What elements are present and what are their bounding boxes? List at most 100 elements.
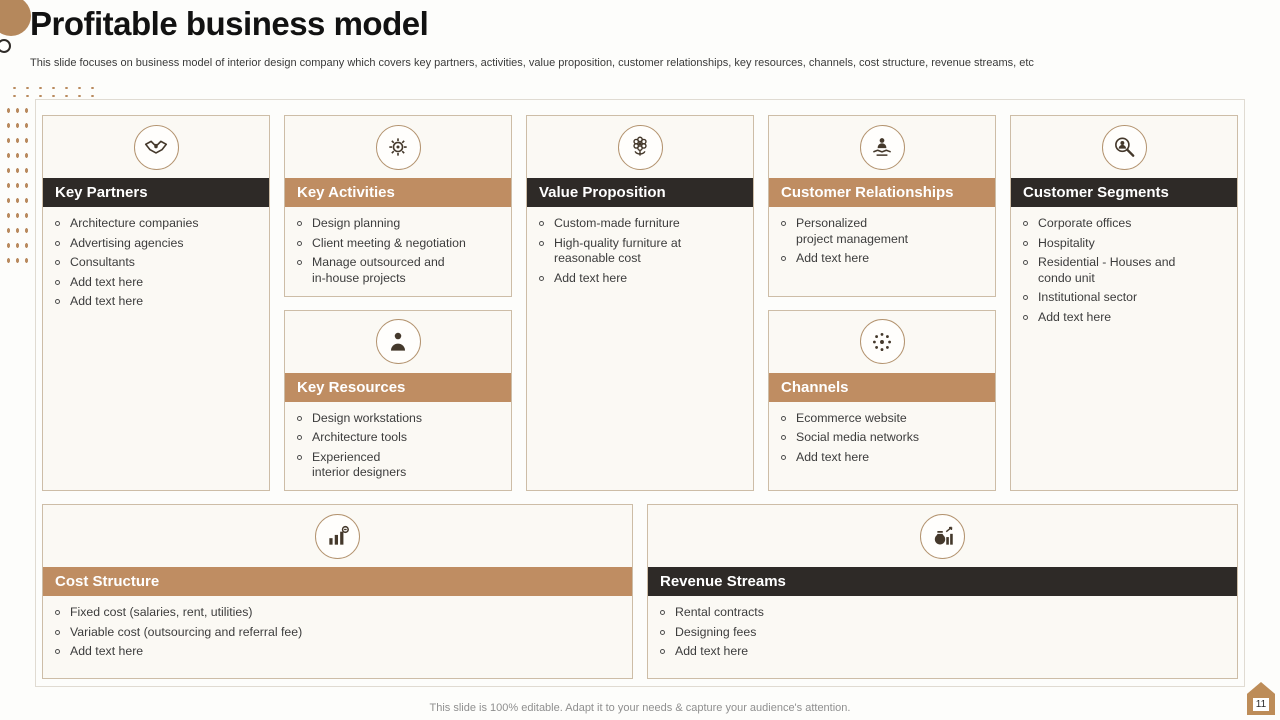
page-subtitle: This slide focuses on business model of … <box>30 57 1034 69</box>
bullet-icon <box>1023 295 1028 300</box>
icon-area <box>285 311 511 373</box>
card-key-resources: Key Resources Design workstations Archit… <box>284 309 512 491</box>
bullet-icon <box>539 275 544 281</box>
bullet-icon <box>660 610 665 615</box>
key-resources-list: Design workstations Architecture tools E… <box>285 402 511 491</box>
card-title: Channels <box>781 378 849 396</box>
revenue-streams-list: Rental contracts Designing fees Add text… <box>648 596 1237 678</box>
key-activities-list: Design planning Client meeting & negotia… <box>285 207 511 296</box>
bullet-icon <box>781 435 786 440</box>
bullet-icon <box>55 299 60 304</box>
bullet-icon <box>297 240 302 246</box>
column-relationships-channels: Customer Relationships Personalized proj… <box>768 115 996 491</box>
list-item: Residential - Houses and condo unit <box>1023 255 1227 286</box>
card-title: Customer Segments <box>1023 184 1169 201</box>
bullet-icon <box>1023 221 1028 226</box>
card-customer-relationships: Customer Relationships Personalized proj… <box>768 115 996 297</box>
gear-icon <box>375 124 421 170</box>
bullet-icon <box>1023 260 1028 265</box>
list-item: Designing fees <box>660 625 1227 641</box>
icon-area <box>769 116 995 178</box>
key-partners-list: Architecture companies Advertising agenc… <box>43 207 269 490</box>
list-item: Architecture companies <box>55 216 259 232</box>
list-item: Consultants <box>55 255 259 271</box>
bullet-icon <box>297 454 302 460</box>
list-item: Rental contracts <box>660 605 1227 621</box>
card-customer-segments: Customer Segments Corporate offices Hosp… <box>1010 115 1238 491</box>
list-item: Fixed cost (salaries, rent, utilities) <box>55 605 622 621</box>
card-header-revenue-streams: Revenue Streams <box>648 567 1237 596</box>
bullet-icon <box>297 435 302 440</box>
money-bag-chart-icon <box>920 513 965 559</box>
business-model-canvas: Key Partners Architecture companies Adve… <box>35 99 1245 687</box>
list-item: Architecture tools <box>297 430 501 446</box>
card-header-customer-segments: Customer Segments <box>1011 178 1237 207</box>
bullet-icon <box>55 610 60 615</box>
bullet-icon <box>539 221 544 226</box>
flower-idea-icon <box>617 124 663 170</box>
list-item: Manage outsourced and in-house projects <box>297 255 501 286</box>
list-item: Add text here <box>781 251 985 267</box>
customer-segments-list: Corporate offices Hospitality Residentia… <box>1011 207 1237 490</box>
list-item: Add text here <box>55 275 259 291</box>
bullet-icon <box>781 454 786 460</box>
canvas-top-row: Key Partners Architecture companies Adve… <box>42 115 1238 491</box>
card-header-key-partners: Key Partners <box>43 178 269 207</box>
page-number-marker: 11 <box>1247 682 1275 715</box>
icon-area <box>285 116 511 178</box>
audience-search-icon <box>1101 124 1147 170</box>
person-care-icon <box>859 124 905 170</box>
card-value-proposition: Value Proposition Custom-made furniture … <box>526 115 754 491</box>
card-key-partners: Key Partners Architecture companies Adve… <box>42 115 270 491</box>
card-title: Cost Structure <box>55 573 160 590</box>
column-activities-resources: Key Activities Design planning Client me… <box>284 115 512 491</box>
customer-relationships-list: Personalized project management Add text… <box>769 207 995 296</box>
card-header-cost-structure: Cost Structure <box>43 567 632 596</box>
bullet-icon <box>660 649 665 654</box>
bullet-icon <box>539 240 544 246</box>
bullet-icon <box>1023 314 1028 320</box>
card-channels: Channels Ecommerce website Social media … <box>768 309 996 491</box>
card-title: Key Partners <box>55 184 148 201</box>
canvas-bottom-row: Cost Structure Fixed cost (salaries, ren… <box>42 504 1238 679</box>
dots-pattern-left <box>4 103 30 271</box>
page-number: 11 <box>1252 698 1270 711</box>
bullet-icon <box>55 221 60 226</box>
page-title: Profitable business model <box>30 5 429 42</box>
bullet-icon <box>297 221 302 226</box>
list-item: Personalized project management <box>781 216 985 247</box>
bullet-icon <box>55 649 60 654</box>
card-title: Key Resources <box>297 378 406 396</box>
list-item: Add text here <box>1023 310 1227 326</box>
list-item: Add text here <box>539 271 743 287</box>
card-header-key-activities: Key Activities <box>285 178 511 207</box>
list-item: Hospitality <box>1023 236 1227 252</box>
network-dots-icon <box>859 319 905 364</box>
list-item: Add text here <box>781 450 985 466</box>
dots-pattern-top <box>8 84 98 99</box>
card-title: Value Proposition <box>539 184 666 201</box>
card-header-channels: Channels <box>769 372 995 402</box>
list-item: Ecommerce website <box>781 411 985 427</box>
corner-circle-decoration <box>0 0 31 36</box>
channels-list: Ecommerce website Social media networks … <box>769 402 995 491</box>
value-proposition-list: Custom-made furniture High-quality furni… <box>527 207 753 490</box>
icon-area <box>43 505 632 567</box>
card-header-customer-relationships: Customer Relationships <box>769 178 995 207</box>
icon-area <box>1011 116 1237 178</box>
list-item: Design workstations <box>297 411 501 427</box>
card-revenue-streams: Revenue Streams Rental contracts Designi… <box>647 504 1238 679</box>
icon-area <box>527 116 753 178</box>
handshake-icon <box>133 124 179 170</box>
card-title: Customer Relationships <box>781 184 954 201</box>
list-item: Variable cost (outsourcing and referral … <box>55 625 622 641</box>
cost-structure-list: Fixed cost (salaries, rent, utilities) V… <box>43 596 632 678</box>
card-header-key-resources: Key Resources <box>285 372 511 402</box>
icon-area <box>648 505 1237 567</box>
card-title: Revenue Streams <box>660 573 786 590</box>
icon-area <box>43 116 269 178</box>
list-item: Institutional sector <box>1023 290 1227 306</box>
card-header-value-proposition: Value Proposition <box>527 178 753 207</box>
card-key-activities: Key Activities Design planning Client me… <box>284 115 512 297</box>
footer-note: This slide is 100% editable. Adapt it to… <box>429 702 851 714</box>
